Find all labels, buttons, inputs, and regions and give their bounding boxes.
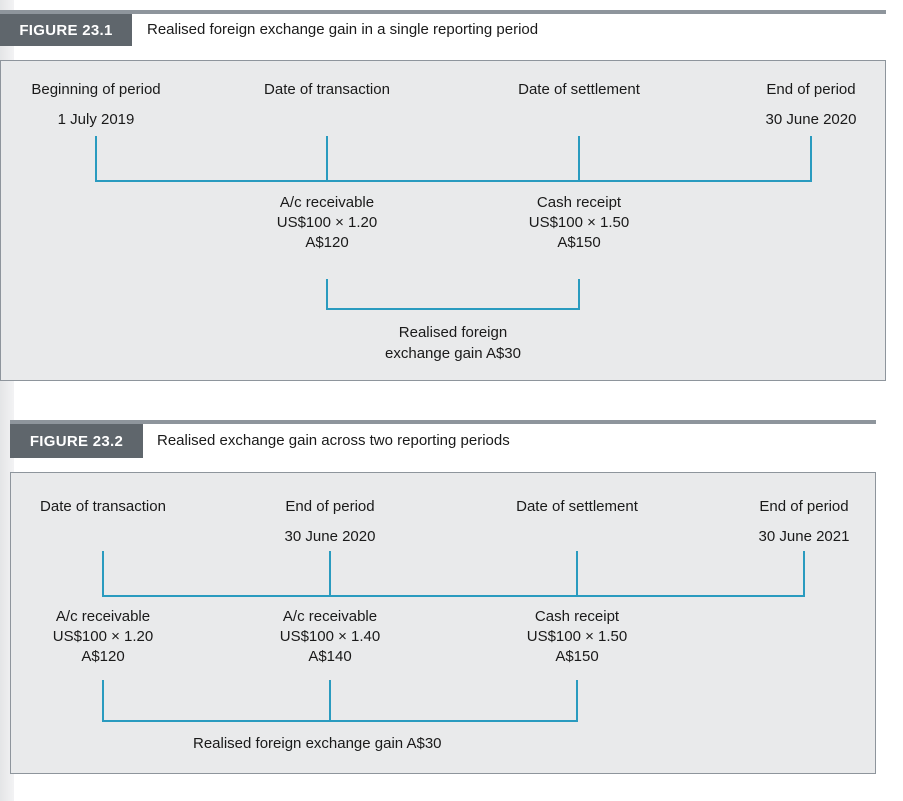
entry-label: A/c receivable [55, 608, 151, 625]
figure-2-panel [10, 472, 876, 774]
figure-2-entry-transaction: A/c receivable US$100 × 1.20 A$120 [53, 607, 154, 667]
figure-1-gain-label: Realised foreign exchange gain A$30 [385, 322, 521, 364]
figure-2-date-period-end: 30 June 2020 [284, 528, 376, 545]
figure-2-top-rule [10, 420, 876, 424]
entry-calculation: US$100 × 1.40 [279, 628, 381, 645]
figure-1-heading-end: End of period [766, 81, 856, 98]
figure-1-top-rule [0, 10, 886, 14]
gain-line-2: exchange gain A$30 [385, 345, 521, 362]
figure-1-date-beginning: 1 July 2019 [57, 111, 135, 128]
figure-2-entry-settlement: Cash receipt US$100 × 1.50 A$150 [527, 607, 628, 667]
entry-label: Cash receipt [534, 608, 620, 625]
figure-1-entry-transaction: A/c receivable US$100 × 1.20 A$120 [277, 193, 378, 253]
figure-2-title: Realised exchange gain across two report… [157, 432, 510, 449]
entry-calculation: US$100 × 1.50 [528, 214, 630, 231]
entry-amount: A$120 [81, 648, 125, 665]
entry-amount: A$150 [557, 234, 601, 251]
entry-label: A/c receivable [282, 608, 378, 625]
figure-2-entry-period-end: A/c receivable US$100 × 1.40 A$140 [280, 607, 381, 667]
figure-2-heading-end: End of period [759, 498, 849, 515]
figure-2-gain-label: Realised foreign exchange gain A$30 [193, 735, 442, 752]
figure-1-entry-settlement: Cash receipt US$100 × 1.50 A$150 [529, 193, 630, 253]
figure-2-tag: FIGURE 23.2 [10, 424, 143, 458]
figure-1-date-end: 30 June 2020 [765, 111, 857, 128]
entry-calculation: US$100 × 1.50 [526, 628, 628, 645]
entry-amount: A$150 [555, 648, 599, 665]
figure-2-date-end: 30 June 2021 [758, 528, 850, 545]
entry-amount: A$120 [305, 234, 349, 251]
figure-1-heading-beginning: Beginning of period [31, 81, 161, 98]
figure-1-title: Realised foreign exchange gain in a sing… [147, 21, 539, 38]
figure-2-heading-period-end: End of period [285, 498, 375, 515]
entry-label: A/c receivable [279, 194, 375, 211]
entry-label: Cash receipt [536, 194, 622, 211]
figure-1-heading-transaction: Date of transaction [264, 81, 390, 98]
figure-1-heading-settlement: Date of settlement [518, 81, 640, 98]
entry-calculation: US$100 × 1.20 [52, 628, 154, 645]
gain-line-1: Realised foreign [398, 324, 508, 341]
figure-1-tag: FIGURE 23.1 [0, 14, 132, 46]
figure-2-heading-settlement: Date of settlement [516, 498, 638, 515]
figure-1-panel [0, 60, 886, 381]
entry-amount: A$140 [308, 648, 352, 665]
figure-2-heading-transaction: Date of transaction [40, 498, 166, 515]
entry-calculation: US$100 × 1.20 [276, 214, 378, 231]
